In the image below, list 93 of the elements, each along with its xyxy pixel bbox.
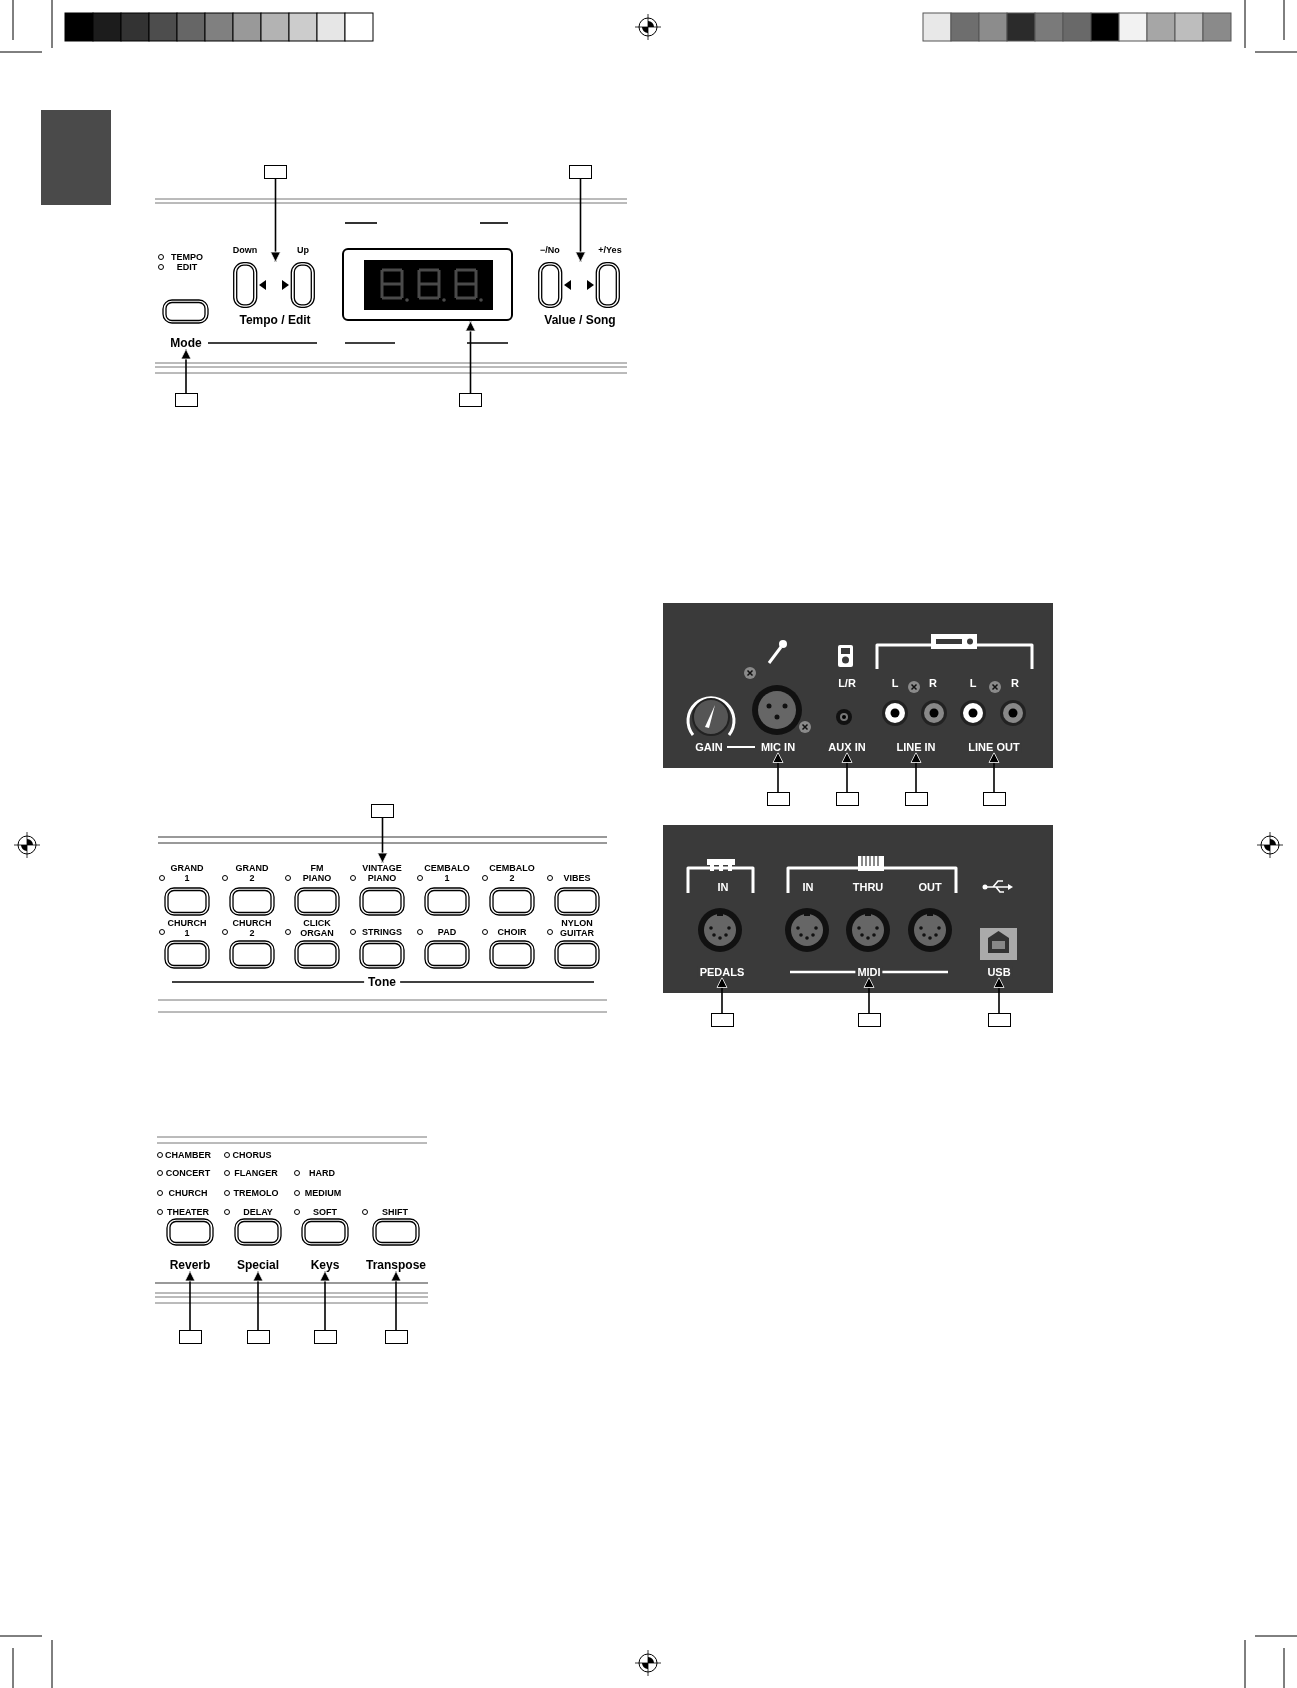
control-label: AUX IN: [826, 741, 868, 753]
tone-label: CEMBALO 1: [424, 863, 470, 883]
callout-arrow: [465, 320, 476, 394]
callout-box: [264, 165, 287, 179]
button-pair: [538, 262, 620, 308]
control-label: LINE OUT: [966, 741, 1022, 753]
connector-panel: [663, 825, 1053, 993]
tone-label: STRINGS: [362, 927, 402, 937]
port-label: R: [929, 677, 937, 689]
tone-label: CHOIR: [497, 927, 527, 937]
tone-label: PAD: [437, 927, 457, 937]
callout-box: [987, 1013, 1011, 1027]
callout-box: [835, 792, 859, 806]
callout-box: [904, 792, 928, 806]
control-label: SOFT: [313, 1207, 337, 1217]
callout-arrow: [390, 1270, 402, 1331]
callout-arrow: [841, 751, 853, 793]
tone-label: CLICK ORGAN: [300, 918, 334, 938]
tone-label: NYLON GUITAR: [560, 918, 594, 938]
callout-arrow: [575, 178, 586, 263]
control-label: SHIFT: [382, 1207, 408, 1217]
control-label: USB: [985, 966, 1013, 978]
control-label: CHAMBER: [165, 1150, 211, 1160]
callout-box: [174, 393, 198, 407]
callout-arrow: [319, 1270, 331, 1331]
control-label: Reverb: [169, 1259, 211, 1271]
tone-label: FM PIANO: [302, 863, 332, 883]
port-label: GAIN: [695, 741, 723, 753]
led-display: [342, 248, 513, 321]
control-label: CHORUS: [232, 1150, 272, 1160]
control-label: CONCERT: [165, 1168, 211, 1178]
port-label: L: [891, 677, 899, 689]
callout-box: [710, 1013, 734, 1027]
callout-box: [371, 804, 394, 818]
control-label: Tone: [364, 976, 400, 988]
control-label: HARD: [309, 1168, 335, 1178]
connector-panel: [663, 603, 1053, 768]
callout-arrow: [716, 976, 728, 1014]
callout-arrow: [377, 817, 388, 864]
callout-box: [569, 165, 592, 179]
control-label: Transpose: [366, 1259, 426, 1271]
callout-box: [766, 792, 790, 806]
tone-label: CHURCH 2: [232, 918, 272, 938]
callout-box: [982, 792, 1006, 806]
port-label: L/R: [838, 677, 856, 689]
control-label: TREMOLO: [233, 1188, 279, 1198]
control-label: Special: [237, 1259, 279, 1271]
tone-label: GRAND 2: [235, 863, 269, 883]
control-label: CHURCH: [168, 1188, 208, 1198]
callout-arrow: [993, 976, 1005, 1014]
control-label: Tempo / Edit: [239, 314, 311, 326]
port-label: IN: [717, 881, 729, 893]
callout-arrow: [270, 178, 281, 263]
port-label: IN: [802, 881, 814, 893]
control-label: +/Yes: [598, 245, 622, 255]
port-label: OUT: [918, 881, 942, 893]
callout-arrow: [863, 976, 875, 1014]
callout-box: [178, 1330, 202, 1344]
tone-label: CEMBALO 2: [489, 863, 535, 883]
callout-arrow: [772, 751, 784, 793]
callout-arrow: [180, 348, 192, 394]
callout-box: [384, 1330, 408, 1344]
control-label: MEDIUM: [304, 1188, 342, 1198]
callout-arrow: [910, 751, 922, 793]
control-label: MIDI: [855, 966, 883, 978]
control-label: Value / Song: [544, 314, 616, 326]
tone-label: VIBES: [563, 873, 591, 883]
control-label: MIC IN: [758, 741, 798, 753]
control-label: VINTAGE PIANO: [362, 863, 402, 883]
callout-arrow: [184, 1270, 196, 1331]
control-label: TEMPO: [171, 252, 203, 262]
control-label: LINE IN: [894, 741, 938, 753]
callout-arrow: [252, 1270, 264, 1331]
tone-label: CHURCH 1: [167, 918, 207, 938]
control-label: Down: [232, 245, 258, 255]
control-label: EDIT: [176, 262, 198, 272]
callout-box: [313, 1330, 337, 1344]
tone-label: GRAND 1: [170, 863, 204, 883]
control-label: THEATER: [167, 1207, 209, 1217]
port-label: R: [1011, 677, 1019, 689]
callout-box: [459, 393, 482, 407]
control-label: −/No: [540, 245, 560, 255]
control-label: Mode: [170, 337, 202, 349]
control-label: DELAY: [243, 1207, 273, 1217]
control-label: Keys: [310, 1259, 340, 1271]
button-pair: [233, 262, 315, 308]
control-label: PEDALS: [697, 966, 747, 978]
port-label: THRU: [852, 881, 884, 893]
port-label: L: [969, 677, 977, 689]
callout-box: [857, 1013, 881, 1027]
callout-arrow: [988, 751, 1000, 793]
control-label: FLANGER: [234, 1168, 278, 1178]
callout-box: [246, 1330, 270, 1344]
